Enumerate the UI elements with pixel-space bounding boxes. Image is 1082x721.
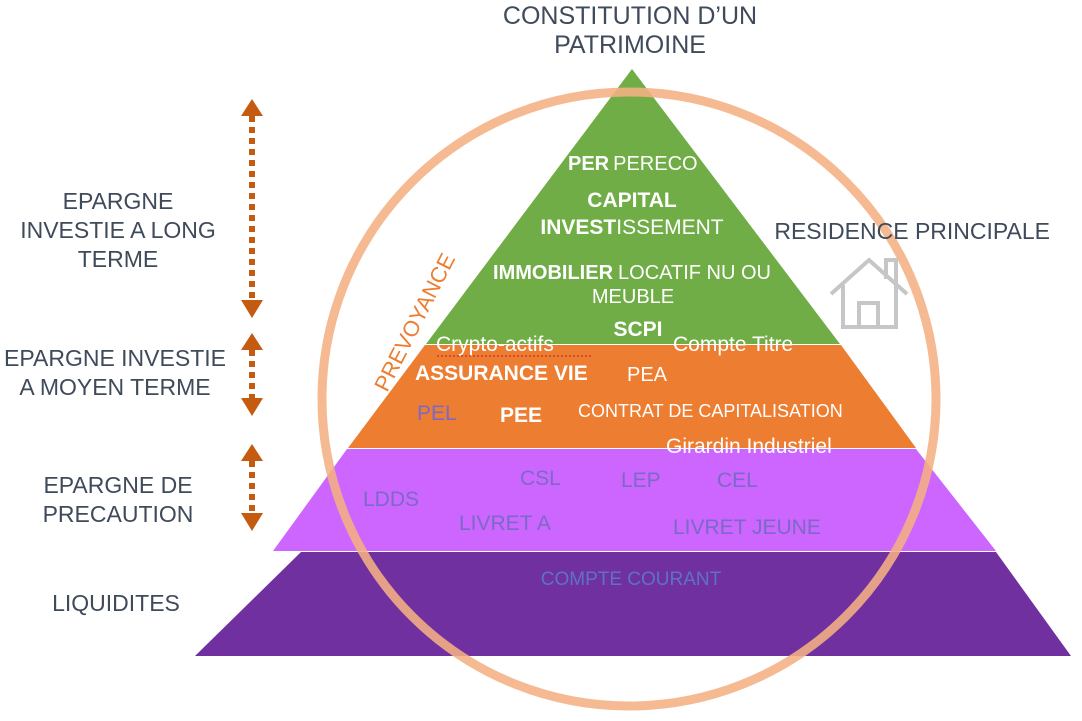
green-item-locatif: LOCATIF NU OU [618,262,771,284]
label-long-term: EPARGNE INVESTIE A LONG TERME [0,187,236,274]
tier-orange-medium-term [348,345,916,448]
orange-item-pea: PEA [627,364,668,386]
label-long-term-line-3: TERME [77,246,159,272]
orange-item-pee: PEE [500,404,542,427]
green-item-immobilier-bold: IMMOBILIER [493,262,614,284]
right-label-residence: RESIDENCE PRINCIPALE [774,218,1050,244]
label-liquidity-line: LIQUIDITES [52,590,180,616]
tier-purple-liquidity [195,552,1071,656]
label-medium-term: EPARGNE INVESTIE A MOYEN TERME [0,344,230,402]
house-icon [829,257,909,329]
orange-item-girardin: Girardin Industriel [666,435,832,458]
green-item-invest-rest: ISSEMENT [616,216,724,239]
green-item-capital: CAPITAL [587,189,677,212]
green-item-per-bold: PER [568,153,610,175]
prevoyance-circle [317,87,941,711]
pink-item-cel: CEL [717,469,758,492]
arrow-medium-term-up-head [241,333,263,350]
green-item-scpi: SCPI [613,318,662,341]
orange-item-compte-titre: Compte Titre [673,333,793,356]
pink-item-livret-jeune: LIVRET JEUNE [673,516,821,539]
label-precaution-line-2: PRECAUTION [42,501,194,527]
arrow-long-term-down-head [241,300,263,318]
green-item-pereco: PERECO [613,153,697,175]
green-item-meuble: MEUBLE [592,286,674,308]
green-item-investissement: INVESTISSEMENT [540,216,723,239]
arrow-long-term [241,99,263,318]
arrow-precaution-down-head [241,513,263,531]
orange-item-pel: PEL [417,402,457,425]
pink-item-csl: CSL [520,467,561,490]
orange-item-contrat: CONTRAT DE CAPITALISATION [578,401,843,421]
title-line-1: CONSTITUTION D’UN [502,2,758,30]
arrow-medium-term-down-head [241,398,263,416]
arrow-medium-term [241,333,263,416]
label-precaution: EPARGNE DE PRECAUTION [0,471,236,529]
orange-item-crypto: Crypto-actifs [436,333,554,356]
pink-item-livret-a: LIVRET A [459,512,551,535]
arrow-precaution-up-head [241,444,263,461]
label-medium-term-line-1: EPARGNE INVESTIE [4,345,226,371]
tier-green-long-term [426,69,840,344]
arrow-precaution [241,444,263,531]
label-long-term-line-2: INVESTIE A LONG [20,217,216,243]
purple-item-compte-courant: COMPTE COURANT [541,569,722,590]
label-precaution-line-1: EPARGNE DE [43,472,193,498]
tier-pink-precaution [273,449,996,551]
green-item-invest-bold: INVEST [540,216,616,239]
label-liquidity: LIQUIDITES [0,589,232,618]
diagram-title: CONSTITUTION D’UN PATRIMOINE [460,2,800,60]
orange-item-assurance-vie: ASSURANCE VIE [415,362,588,385]
arrow-long-term-up-head [241,99,263,116]
title-line-2: PATRIMOINE [554,31,706,59]
label-long-term-line-1: EPARGNE [62,188,174,214]
label-medium-term-line-2: A MOYEN TERME [19,374,211,400]
pink-item-ldds: LDDS [363,488,419,511]
pink-item-lep: LEP [621,469,661,492]
